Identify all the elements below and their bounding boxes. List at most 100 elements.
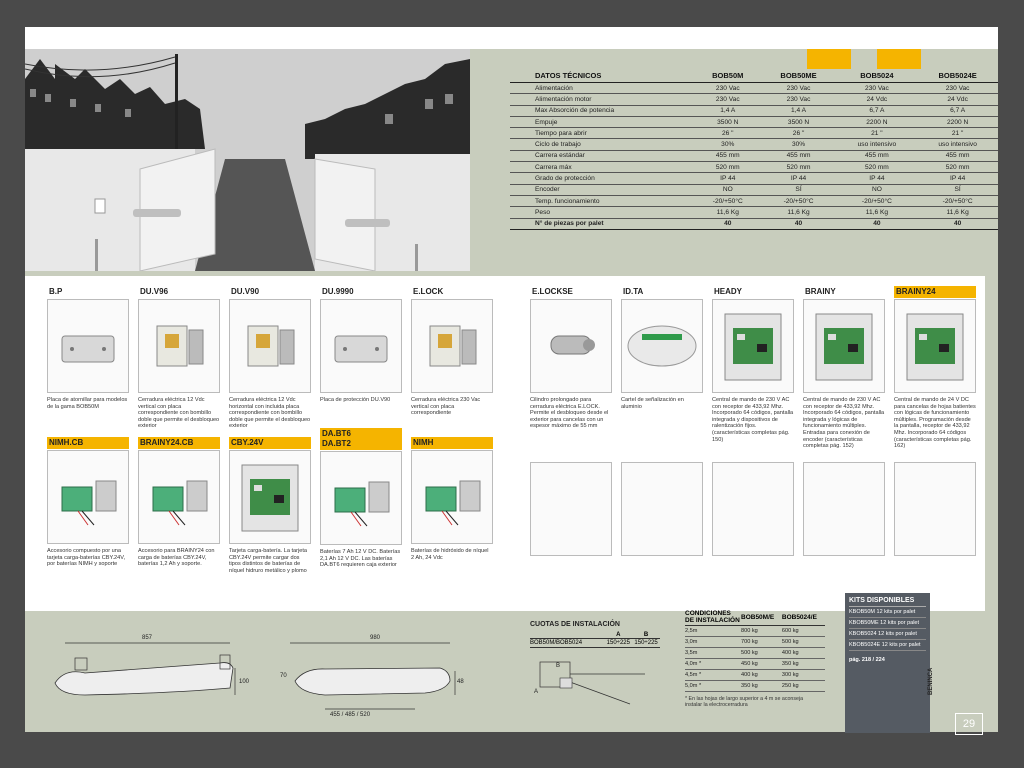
product-title: DU.9990	[322, 287, 354, 296]
tech-cell: 11,6 Kg	[760, 206, 837, 219]
product-title: DU.V90	[231, 287, 260, 296]
product-image	[138, 299, 220, 393]
tech-cell: 26 "	[695, 127, 761, 140]
kit-row: KBOB50ME 12 kits por palet	[849, 618, 926, 629]
product-description: Tarjeta carga-batería. La tarjeta CBY.24…	[229, 548, 308, 574]
tech-cell: 21 "	[917, 127, 998, 140]
kits-page-ref: pág. 218 / 224	[849, 657, 885, 663]
kit-row: KBOB50M 12 kits por palet	[849, 607, 926, 618]
condition-cell: 4,0m *	[685, 658, 741, 670]
quotas-col-a: A	[616, 632, 621, 638]
tech-cell: 24 Vdc	[836, 93, 918, 106]
product-illustration	[61, 335, 115, 363]
tech-cell: NO	[695, 184, 761, 196]
condition-cell: 3,0m	[685, 636, 741, 648]
technical-data-table: DATOS TÉCNICOS BOB50M BOB50ME BOB5024 BO…	[510, 69, 998, 230]
product-illustration	[425, 480, 481, 526]
product-title: E.LOCKSE	[532, 287, 573, 296]
condition-cell: 450 kg	[741, 658, 782, 670]
product-image	[712, 299, 794, 393]
tech-cell: 21 "	[836, 127, 918, 140]
tech-cell: 40	[836, 218, 918, 230]
product-illustration	[156, 325, 204, 367]
quotas-col-b: B	[643, 632, 649, 638]
product-illustration	[724, 313, 782, 381]
dimension-drawings	[54, 642, 456, 710]
product-image	[411, 299, 493, 393]
product-description: Placa de protección DU.V90	[320, 397, 391, 403]
tech-cell: 520 mm	[917, 161, 998, 174]
tech-row-label: Temp. funcionamiento	[510, 195, 695, 208]
product-title: BRAINY24	[894, 286, 976, 298]
product-image	[47, 299, 129, 393]
kits-box: KITS DISPONIBLES KBOB50M 12 kits por pal…	[845, 593, 930, 733]
quotas-row: BOB50M/BOB5024 150÷225 150÷225	[530, 638, 660, 648]
tech-cell: -20/+50°C	[760, 195, 837, 208]
tech-cell: 40	[695, 218, 761, 230]
tech-cell: 230 Vac	[695, 93, 761, 106]
conditions-note: * En las hojas de largo superior a 4 m s…	[685, 696, 804, 708]
product-image	[803, 299, 885, 393]
tech-row-label: Ciclo de trabajo	[510, 138, 695, 151]
tech-row-label: Max Absorción de potencia	[510, 105, 695, 117]
dim-70: 70	[280, 673, 287, 679]
product-image	[229, 299, 311, 393]
tech-cell: -20/+50°C	[836, 195, 918, 208]
product-image	[320, 299, 402, 393]
tech-cell: 455 mm	[695, 150, 761, 163]
diagram-label-a: A	[534, 689, 539, 695]
tech-cell: IP 44	[760, 172, 837, 185]
product-description: Baterías de hidróxido de níquel 2 Ah, 24…	[411, 548, 489, 561]
product-image	[138, 450, 220, 544]
condition-cell: 350 kg	[741, 680, 782, 692]
top-band	[25, 27, 998, 49]
product-title: BRAINY24.CB	[138, 437, 220, 449]
quotas-model: BOB50M/BOB5024	[530, 640, 583, 646]
condition-cell: 400 kg	[741, 669, 782, 681]
product-illustration	[247, 325, 295, 367]
product-description: Accesorio para BRAINY24 con carga de bat…	[138, 548, 215, 568]
tech-cell: uso intensivo	[917, 138, 998, 151]
tech-cell: 230 Vac	[695, 82, 761, 95]
empty-product-box	[894, 462, 976, 556]
catalog-page: DATOS TÉCNICOS BOB50M BOB50ME BOB5024 BO…	[25, 27, 998, 735]
product-illustration	[429, 325, 477, 367]
dim-857: 857	[142, 635, 153, 641]
installation-quotas: CUOTAS DE INSTALACIÓN A B BOB50M/BOB5024…	[530, 621, 660, 717]
cond-header-0: CONDICIONES DE INSTALACIÓN	[685, 609, 741, 626]
product-description: Placa de atornillar para modelos de la g…	[47, 397, 128, 410]
product-title: DU.V96	[140, 287, 169, 296]
tech-row-label: Encoder	[510, 184, 695, 196]
street-scene-image	[25, 49, 470, 271]
product-illustration	[550, 335, 595, 355]
tech-cell: 1,4 A	[695, 105, 761, 117]
quotas-a: 150÷225	[606, 640, 630, 646]
tech-row-label: Peso	[510, 206, 695, 219]
header-bob50me: BOB50ME	[760, 69, 837, 83]
header-bob50m: BOB50M	[695, 69, 761, 83]
product-image	[894, 299, 976, 393]
product-illustration	[152, 480, 208, 526]
tech-cell: 6,7 A	[917, 105, 998, 117]
condition-cell: 3,5m	[685, 647, 741, 659]
tech-cell: 30%	[760, 138, 837, 151]
tech-cell: 455 mm	[917, 150, 998, 163]
tech-cell: 520 mm	[760, 161, 837, 174]
empty-product-box	[530, 462, 612, 556]
